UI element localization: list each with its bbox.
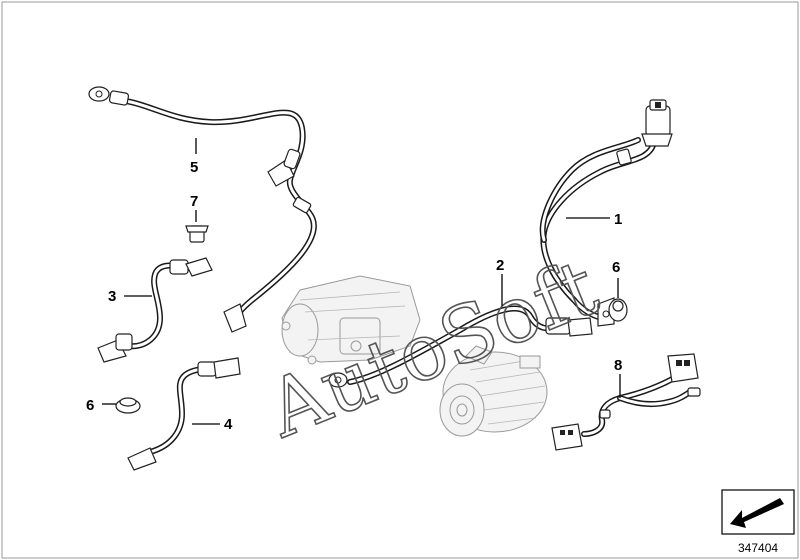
grommet-6-right[interactable] [608, 298, 628, 322]
leader-lines [102, 138, 621, 425]
wiring-harness-8[interactable] [551, 353, 701, 451]
callout-8[interactable]: 8 [614, 357, 622, 374]
cable-4[interactable] [127, 357, 241, 471]
cable-3[interactable] [97, 257, 213, 363]
cable-1[interactable] [539, 99, 673, 327]
cable-5[interactable] [88, 86, 317, 333]
cable-2-lug [567, 317, 593, 337]
callout-3[interactable]: 3 [108, 288, 116, 305]
bolt-7[interactable] [185, 225, 209, 243]
cable-4-lug-upper [213, 357, 241, 379]
callout-5[interactable]: 5 [190, 159, 198, 176]
callout-2[interactable]: 2 [496, 257, 504, 274]
starter-motor-illustration [281, 275, 421, 365]
callout-1[interactable]: 1 [614, 211, 622, 228]
back-arrow-icon[interactable] [721, 489, 795, 535]
reference-number: 347404 [738, 541, 778, 555]
harness-connector-top [667, 353, 699, 383]
cable-2[interactable] [328, 305, 593, 388]
callout-6-right[interactable]: 6 [612, 259, 620, 276]
callout-7[interactable]: 7 [190, 193, 198, 210]
cable-4-lug-lower [127, 447, 157, 471]
alternator-illustration [439, 345, 548, 437]
harness-connector-bottom [551, 423, 583, 451]
grommet-6-left[interactable] [115, 397, 141, 414]
callout-6-left[interactable]: 6 [86, 397, 94, 414]
callout-4[interactable]: 4 [224, 416, 233, 433]
cable-5-lug [223, 303, 247, 333]
cable-3-lug-upper [185, 257, 213, 277]
